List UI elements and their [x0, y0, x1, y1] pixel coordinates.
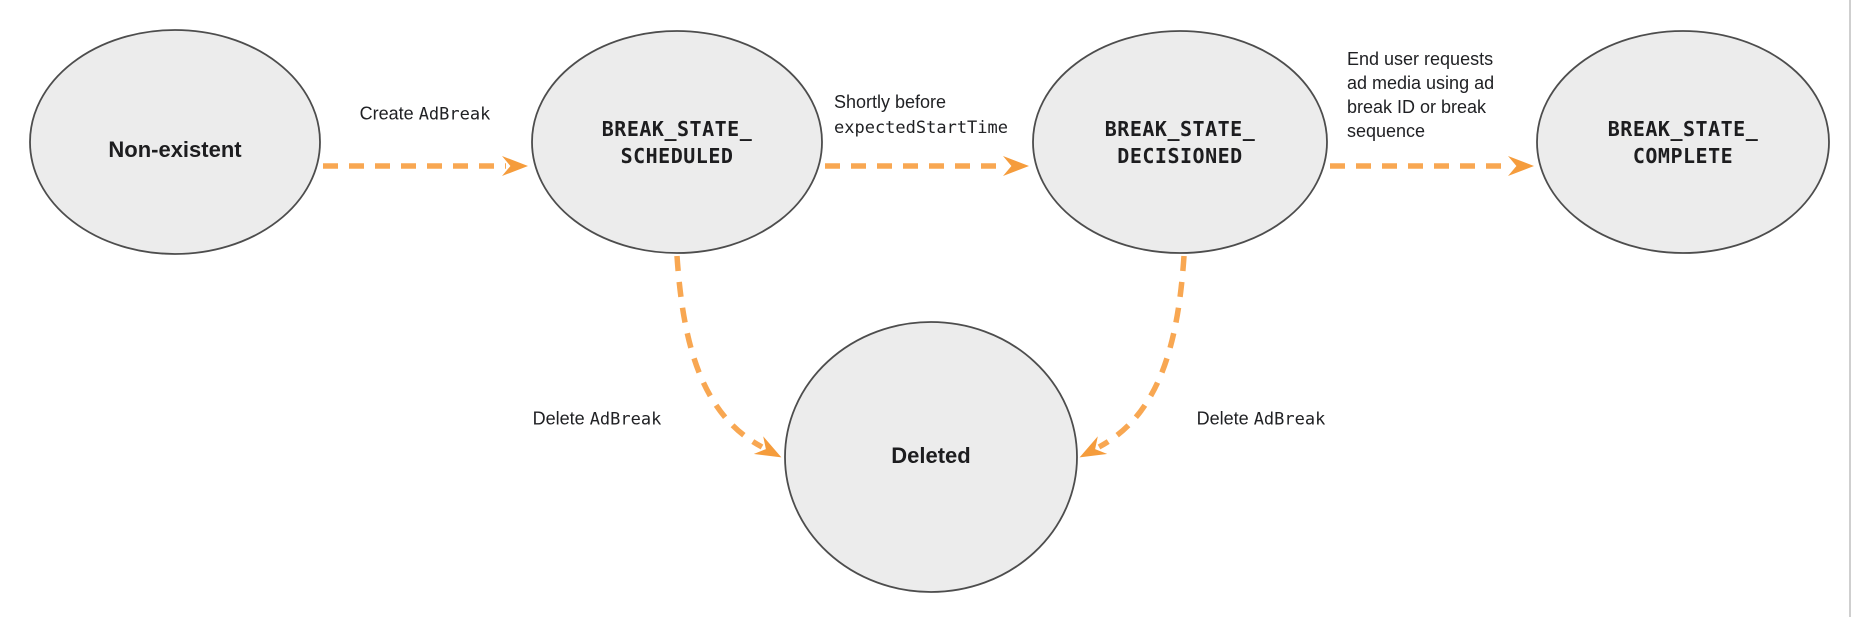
node-label-non-existent: Non-existent [108, 137, 242, 162]
edge-label-delete-adbreak-left: Delete AdBreak [533, 407, 662, 432]
node-label-line: BREAK_STATE_ [1104, 117, 1256, 141]
arrow-delete-adbreak-left [674, 255, 782, 458]
edge-label-text: ad media using ad [1347, 73, 1495, 93]
edge-label-code: AdBreak [418, 104, 491, 125]
node-label-break-state-complete: BREAK_STATE_ COMPLETE [1608, 116, 1759, 170]
node-label-break-state-scheduled: BREAK_STATE_ SCHEDULED [602, 116, 753, 170]
node-label-line: COMPLETE [1632, 144, 1734, 168]
edge-label-text: break ID or break [1347, 97, 1487, 117]
edge-label-end-user-requests: End user requests ad media using ad brea… [1347, 47, 1494, 143]
edge-label-text: Delete [532, 408, 590, 429]
node-break-state-scheduled [531, 30, 823, 254]
node-deleted [784, 321, 1078, 593]
edge-label-delete-adbreak-right: Delete AdBreak [1197, 407, 1326, 432]
node-label-line: DECISIONED [1117, 144, 1243, 168]
edge-label-text: End user requests [1347, 49, 1494, 69]
node-label-line: SCHEDULED [620, 144, 734, 168]
node-label-deleted: Deleted [891, 443, 971, 468]
edge-label-text: sequence [1347, 121, 1426, 141]
arrow-delete-adbreak-right [1079, 255, 1187, 458]
node-label-break-state-decisioned: BREAK_STATE_ DECISIONED [1105, 116, 1256, 170]
node-label-line: BREAK_STATE_ [601, 117, 753, 141]
edge-label-text: Create [359, 103, 419, 124]
node-break-state-decisioned [1032, 30, 1328, 254]
node-non-existent [29, 29, 321, 255]
page-edge-divider [1849, 0, 1851, 617]
edge-label-text: Delete [1196, 408, 1254, 429]
node-label-line: BREAK_STATE_ [1607, 117, 1759, 141]
node-break-state-complete [1536, 30, 1830, 254]
edge-label-create-adbreak: Create AdBreak [360, 102, 491, 127]
edge-label-code: AdBreak [589, 409, 662, 430]
edge-label-code: AdBreak [1253, 409, 1326, 430]
edge-label-shortly-before: Shortly before expectedStartTime [834, 89, 1008, 141]
edge-label-text: Shortly before [834, 92, 947, 112]
edge-label-code: expectedStartTime [834, 118, 1008, 138]
